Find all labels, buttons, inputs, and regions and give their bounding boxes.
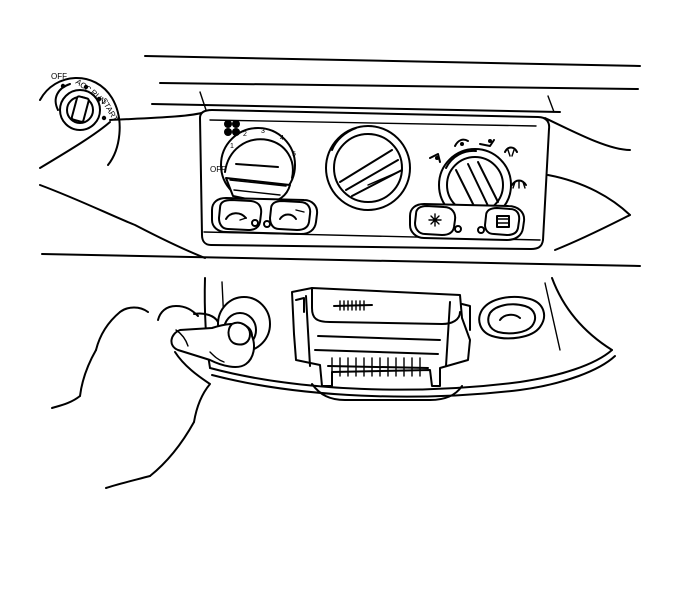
fan-speed-knob[interactable] (220, 127, 296, 204)
temperature-knob[interactable] (325, 125, 411, 211)
fan-speed-3-label: 3 (261, 128, 265, 135)
key-slot (70, 95, 90, 123)
ashtray (291, 287, 471, 387)
ashtray-grille (327, 357, 429, 377)
panel-vent-icon (454, 138, 469, 147)
ignition-acc-dot (83, 84, 89, 90)
snuffer-spring (333, 300, 373, 311)
recirculation-button[interactable] (218, 199, 263, 231)
fan-speed-4-label: 4 (280, 135, 284, 142)
ac-button[interactable] (414, 205, 462, 236)
right-button-pad (409, 203, 526, 241)
ignition-off-dot (60, 83, 66, 89)
fan-speed-2-label: 2 (243, 131, 247, 138)
rear-defrost-button[interactable] (477, 207, 521, 236)
floor-vent-icon (479, 139, 495, 147)
fresh-air-button[interactable] (263, 200, 312, 231)
dash-trim (39, 55, 641, 267)
lower-console (203, 277, 616, 401)
fan-icon (224, 120, 240, 136)
fan-speed-5-label: 5 (292, 151, 296, 158)
floor-defrost-icon (504, 146, 518, 157)
fan-speed-1-label: 1 (230, 143, 234, 150)
bilevel-icon (429, 153, 441, 163)
mode-knob[interactable] (438, 148, 512, 222)
ignition-run-dot (96, 96, 102, 102)
power-outlet (478, 295, 546, 340)
ignition-switch: OFF ACC RUN START (39, 72, 121, 166)
hand (51, 305, 255, 489)
ignition-off-label: OFF (51, 72, 67, 81)
left-button-pad (211, 197, 319, 235)
defrost-icon (511, 179, 527, 189)
fan-off-label: OFF (210, 165, 226, 174)
climate-control-panel: OFF 1 2 3 4 5 (199, 109, 551, 250)
ignition-start-dot (101, 115, 107, 121)
